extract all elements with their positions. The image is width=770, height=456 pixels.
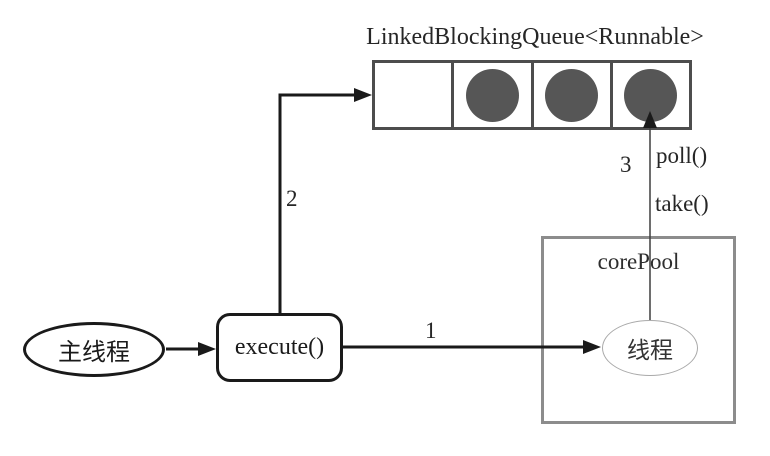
main-thread-node: 主线程 xyxy=(23,322,165,377)
queue-cell xyxy=(534,63,613,127)
task-circle xyxy=(624,68,678,122)
edge-label-1: 1 xyxy=(425,318,437,343)
execute-label: execute() xyxy=(234,334,325,360)
core-pool-label: corePool xyxy=(597,249,680,274)
arrow-step2-head xyxy=(354,88,372,102)
thread-label: 线程 xyxy=(627,338,673,363)
thread-node: 线程 xyxy=(602,320,698,376)
task-circle xyxy=(545,68,599,122)
task-circle xyxy=(465,68,519,122)
queue-cell xyxy=(454,63,534,127)
queue-cell xyxy=(613,63,689,127)
take-label: take() xyxy=(655,191,709,216)
queue-title: LinkedBlockingQueue<Runnable> xyxy=(366,24,704,50)
core-pool-box: corePool xyxy=(541,236,736,424)
poll-label: poll() xyxy=(656,143,708,168)
queue-cell xyxy=(375,63,455,127)
main-thread-label: 主线程 xyxy=(58,340,130,366)
arrow-main-to-execute-head xyxy=(198,342,216,356)
edge-label-3: 3 xyxy=(620,152,632,177)
blocking-queue xyxy=(372,60,692,130)
execute-node: execute() xyxy=(216,313,343,382)
edge-label-2: 2 xyxy=(286,186,298,211)
